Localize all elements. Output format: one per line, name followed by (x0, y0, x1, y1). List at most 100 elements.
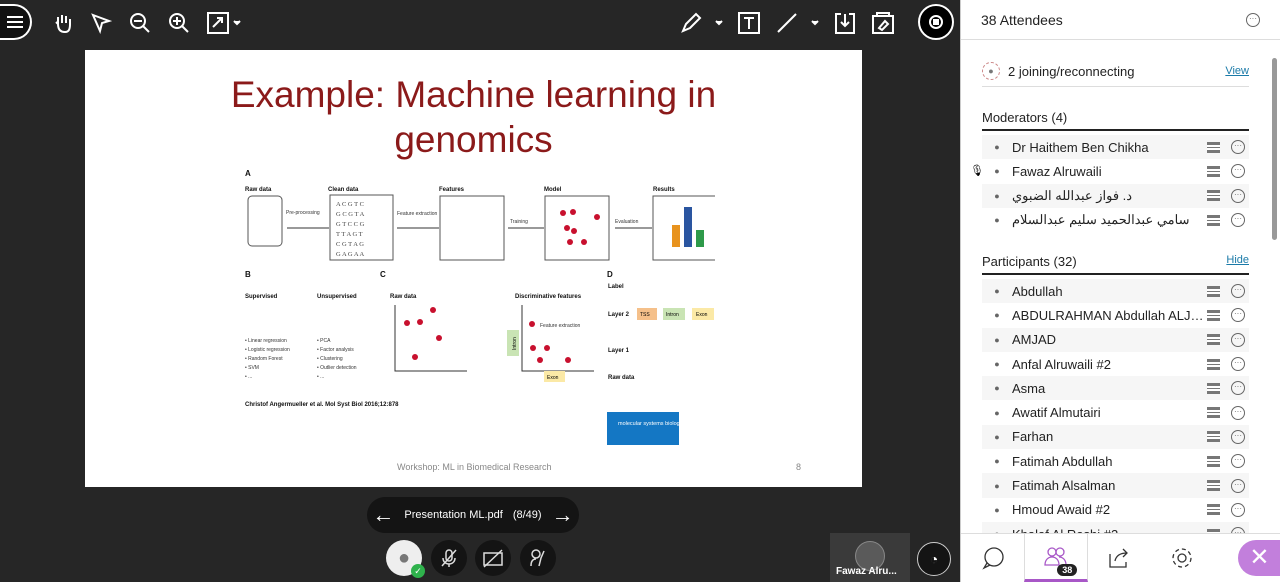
attendee-row[interactable]: ●Fatimah Abdullah··· (982, 449, 1249, 473)
attendee-row[interactable]: ●ABDULRAHMAN Abdullah ALJEA...··· (982, 303, 1249, 327)
share-icon (1109, 548, 1129, 568)
clear-icon[interactable] (872, 12, 894, 34)
more-options-icon[interactable]: ··· (1231, 164, 1245, 179)
captions-icon (1207, 165, 1220, 177)
more-options-icon[interactable]: ··· (1231, 454, 1245, 469)
attendee-name: د. فواز عبدالله الضبوي (1012, 187, 1133, 203)
captions-icon (1207, 431, 1220, 443)
slide-navigator: ← Presentation ML.pdf (8/49) → (367, 497, 579, 533)
text-icon[interactable] (738, 12, 760, 34)
participants-list: ●Abdullah···●ABDULRAHMAN Abdullah ALJEA.… (982, 279, 1249, 533)
captions-icon (1207, 382, 1220, 394)
previous-slide-icon[interactable]: ← (372, 502, 395, 527)
citation: Christof Angermueller et al. Mol Syst Bi… (245, 402, 399, 408)
raise-hand-button[interactable] (520, 540, 556, 576)
attendee-row[interactable]: ●AMJAD··· (982, 327, 1249, 352)
more-options-icon[interactable]: ··· (1231, 213, 1245, 228)
user-icon: ● (994, 383, 1000, 394)
more-options-icon[interactable]: ··· (1231, 357, 1245, 372)
attendee-row[interactable]: ●Awatif Almutairi··· (982, 400, 1249, 424)
zoom-out-icon[interactable] (129, 12, 151, 34)
attendee-row[interactable]: ●سامي عبدالحميد سليم عبدالسلام··· (982, 208, 1249, 232)
download-icon[interactable] (834, 12, 856, 34)
panel-d-label: D (607, 270, 613, 279)
clean-data-label: Clean data (328, 187, 359, 193)
hide-link[interactable]: Hide (1226, 254, 1249, 266)
user-icon: ● (994, 407, 1000, 418)
layer2-label: Layer 2 (608, 312, 630, 318)
more-options-icon[interactable]: ··· (1231, 502, 1245, 517)
model-label: Model (544, 187, 562, 193)
more-options-icon[interactable]: ··· (1231, 381, 1245, 396)
attendee-row[interactable]: ●Asma··· (982, 376, 1249, 401)
user-icon: ● (994, 215, 1000, 226)
mic-muted-button[interactable] (431, 540, 467, 576)
attendee-row[interactable]: ●Hmoud Awaid #2··· (982, 498, 1249, 522)
joining-status: 2 joining/reconnecting (1008, 63, 1135, 79)
hand-icon[interactable] (52, 12, 74, 34)
evaluation-label: Evaluation (615, 219, 639, 225)
microphone-icon: 🎙 (970, 165, 984, 177)
menu-icon[interactable] (0, 4, 32, 40)
attendee-name: Hmoud Awaid #2 (1012, 502, 1111, 518)
results-label: Results (653, 187, 675, 193)
attendee-row[interactable]: ●Abdullah··· (982, 279, 1249, 304)
attendee-name: Abdullah (1012, 283, 1063, 299)
more-options-icon[interactable]: ··· (1231, 332, 1245, 347)
user-icon: ● (994, 190, 1000, 201)
label-label: Label (608, 284, 624, 290)
status-button[interactable]: ◔ (917, 542, 951, 576)
settings-tab[interactable] (1151, 534, 1214, 582)
more-options-icon[interactable]: ··· (1231, 478, 1245, 493)
c-intron-label: Intron (512, 337, 518, 350)
more-options-icon[interactable]: ··· (1246, 12, 1260, 27)
attendee-row[interactable]: ● د. فواز عبدالله الضبوي ··· (982, 183, 1249, 208)
stop-share-icon[interactable] (918, 4, 954, 40)
attendee-count-badge: 38 (1057, 564, 1078, 576)
scrollbar[interactable] (1272, 58, 1277, 240)
fit-screen-icon[interactable] (207, 12, 241, 34)
attendee-name: Fatimah Alsalman (1012, 478, 1116, 494)
pen-icon[interactable] (680, 12, 724, 34)
attendee-row[interactable]: ●Fawaz Alruwaili··· (982, 159, 1249, 183)
next-slide-icon[interactable]: → (551, 502, 574, 527)
attendee-row[interactable]: ● Fatimah Alsalman ··· (982, 473, 1249, 498)
user-icon: ● (994, 480, 1000, 491)
attendee-name: Fatimah Abdullah (1012, 453, 1113, 469)
attendee-row[interactable]: ●Anfal Alruwaili #2··· (982, 352, 1249, 376)
more-options-icon[interactable]: ··· (1231, 405, 1245, 420)
share-content-tab[interactable] (1088, 534, 1151, 582)
view-link[interactable]: View (1225, 65, 1249, 77)
video-tile[interactable]: Fawaz Alru... (830, 533, 910, 582)
more-options-icon[interactable]: ··· (1231, 284, 1245, 299)
pointer-icon[interactable] (90, 12, 112, 34)
close-panel-button[interactable]: ✕ (1214, 534, 1280, 582)
dna-row: G C G T A (336, 211, 365, 218)
camera-off-button[interactable] (475, 540, 511, 576)
more-options-icon[interactable]: ··· (1231, 188, 1245, 203)
msb-logo: molecular systems biology (618, 421, 683, 427)
more-options-icon[interactable]: ··· (1231, 308, 1245, 323)
supervised-label: Supervised (245, 294, 278, 300)
attendee-row[interactable]: ●Farhan··· (982, 424, 1249, 450)
title-line-2: genomics (394, 119, 553, 160)
chat-tab[interactable] (961, 534, 1024, 582)
attendees-icon (1044, 546, 1067, 566)
more-options-icon[interactable]: ··· (1231, 429, 1245, 444)
line-icon[interactable] (776, 12, 824, 34)
gear-icon (1172, 548, 1193, 568)
attendee-row[interactable]: ●Dr Haithem Ben Chikha··· (982, 135, 1249, 160)
captions-icon (1207, 285, 1220, 297)
attendee-row[interactable]: ●Khalaf Al Rashi #2··· (982, 521, 1249, 533)
preprocessing-label: Pre-processing (286, 210, 320, 216)
unsup-item: • Factor analysis (317, 347, 354, 353)
c-exon-label: Exon (547, 375, 559, 381)
close-icon: ✕ (1237, 540, 1280, 576)
user-icon: ● (994, 431, 1000, 442)
my-avatar-button[interactable]: ●✓ (386, 540, 425, 578)
zoom-in-icon[interactable] (168, 12, 190, 34)
attendees-tab[interactable]: 38 (1024, 534, 1088, 582)
more-options-icon[interactable]: ··· (1231, 140, 1245, 155)
dna-row: G A G A A (336, 251, 364, 258)
